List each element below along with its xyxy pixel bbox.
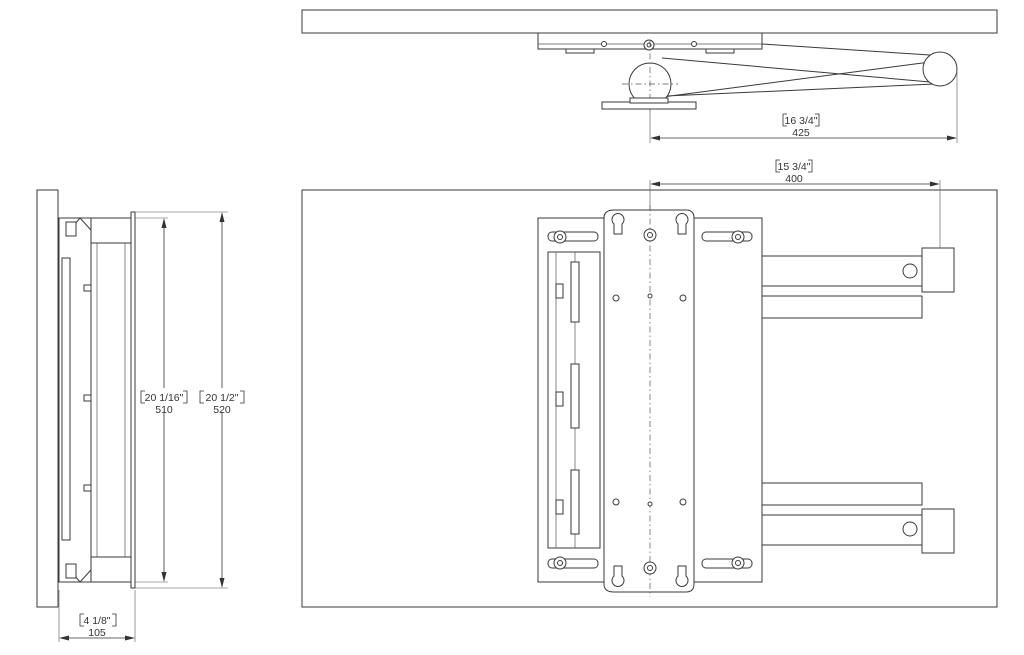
dim-plate-height-imperial: 20 1/16": [145, 392, 184, 404]
dim-arm-extension-imperial: 16 3/4": [785, 115, 818, 127]
dim-hole-spacing: 15 3/4" 400: [775, 159, 813, 185]
dim-hole-spacing-imperial: 15 3/4": [778, 161, 811, 173]
dim-hole-spacing-metric: 400: [785, 173, 803, 185]
dim-plate-height: 20 1/16" 510: [140, 390, 188, 416]
dim-overall-height-metric: 520: [213, 404, 231, 416]
dim-plate-height-metric: 510: [155, 404, 173, 416]
dim-wall-depth: 4 1/8" 105: [79, 613, 117, 639]
side-tv-plate: [130, 211, 136, 589]
wall-side: [36, 189, 59, 608]
dim-arm-extension-metric: 425: [792, 127, 810, 139]
side-bracket-inner: [90, 217, 132, 583]
top-arm: [654, 43, 936, 99]
dim-wall-depth-imperial: 4 1/8": [83, 615, 110, 627]
arm-end-lower: [921, 508, 955, 554]
arm-end-upper: [921, 247, 955, 293]
tv-panel-top: [301, 9, 998, 34]
front-view: [301, 180, 998, 608]
center-plate: [603, 209, 695, 593]
side-view: [36, 189, 228, 642]
arm-pivot-right: [922, 51, 958, 87]
dim-overall-height: 20 1/2" 520: [199, 390, 245, 416]
dim-overall-height-imperial: 20 1/2": [206, 392, 239, 404]
dim-wall-depth-metric: 105: [88, 627, 106, 639]
top-view: [301, 9, 998, 143]
dim-arm-extension: 16 3/4" 425: [782, 113, 820, 139]
